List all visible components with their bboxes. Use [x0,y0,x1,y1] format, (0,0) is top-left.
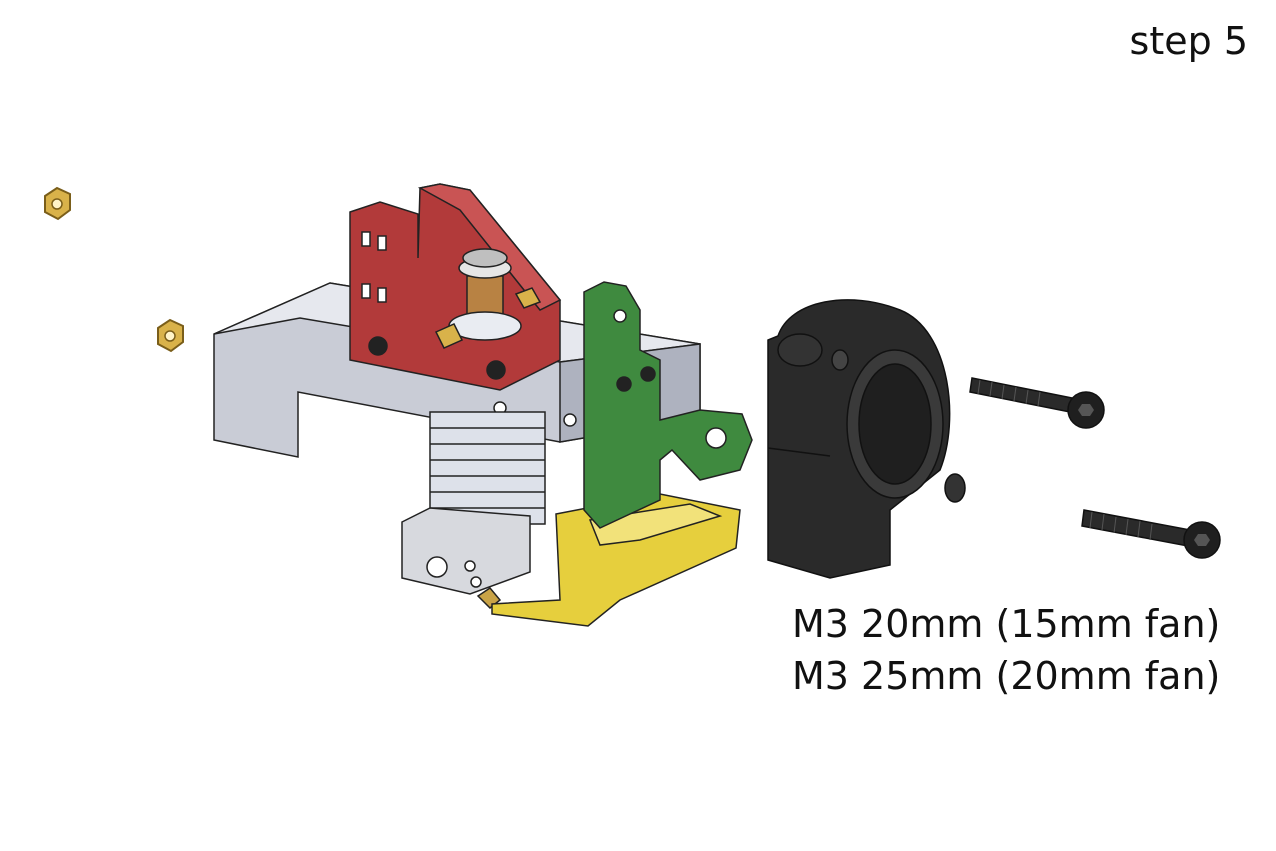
screw-icon [1081,509,1221,559]
step-label: step 5 [1129,19,1248,63]
blower-fan-icon [767,299,966,579]
screw-icon [969,377,1105,429]
screw-length-notes: M3 20mm (15mm fan) M3 25mm (20mm fan) [792,598,1220,702]
screw-note-15mm-fan: M3 20mm (15mm fan) [792,602,1221,646]
screw-note-20mm-fan: M3 25mm (20mm fan) [792,654,1221,698]
nut-icon [157,318,184,353]
extruder-assembly-icon [213,183,753,627]
nut-icon [44,186,71,221]
